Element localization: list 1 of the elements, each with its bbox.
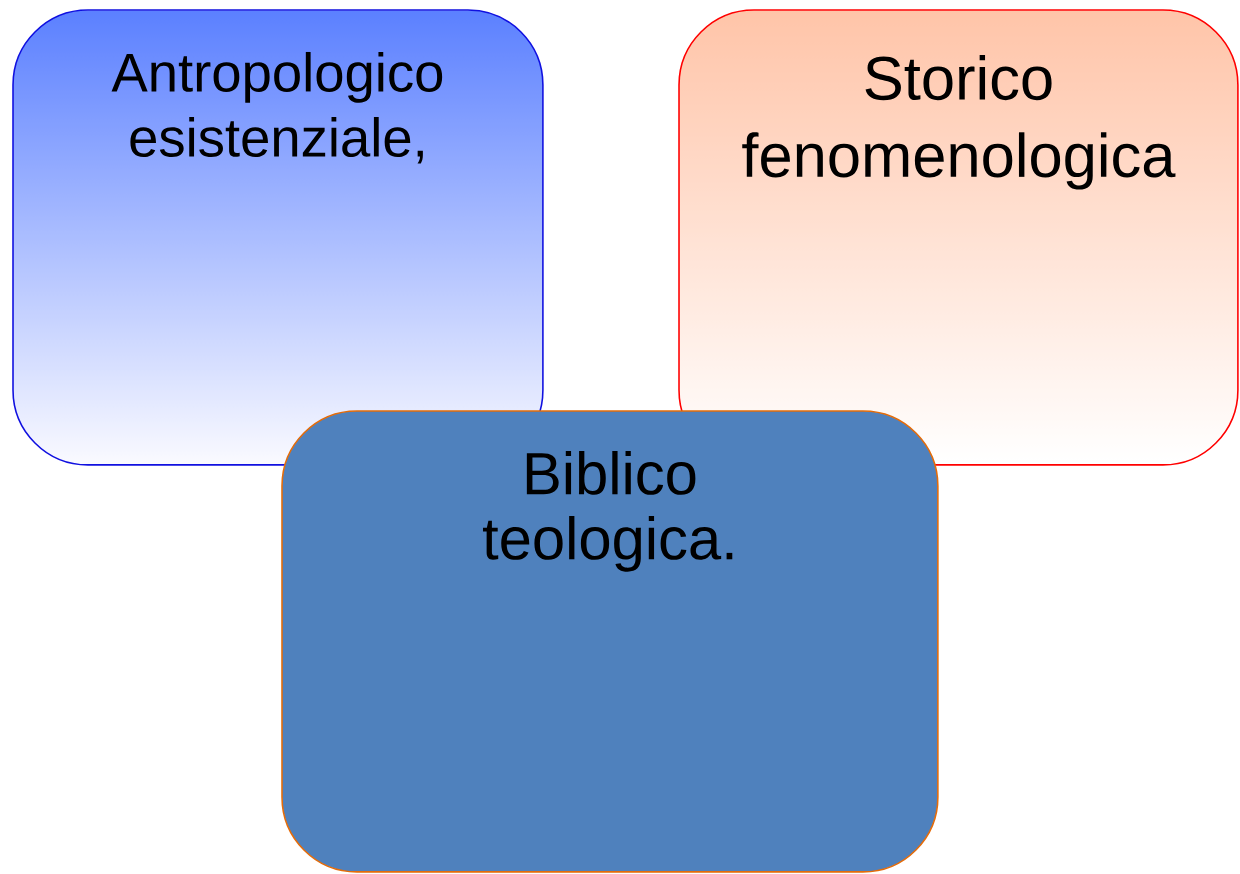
rounded-box: Biblico teologica. [281,410,939,873]
